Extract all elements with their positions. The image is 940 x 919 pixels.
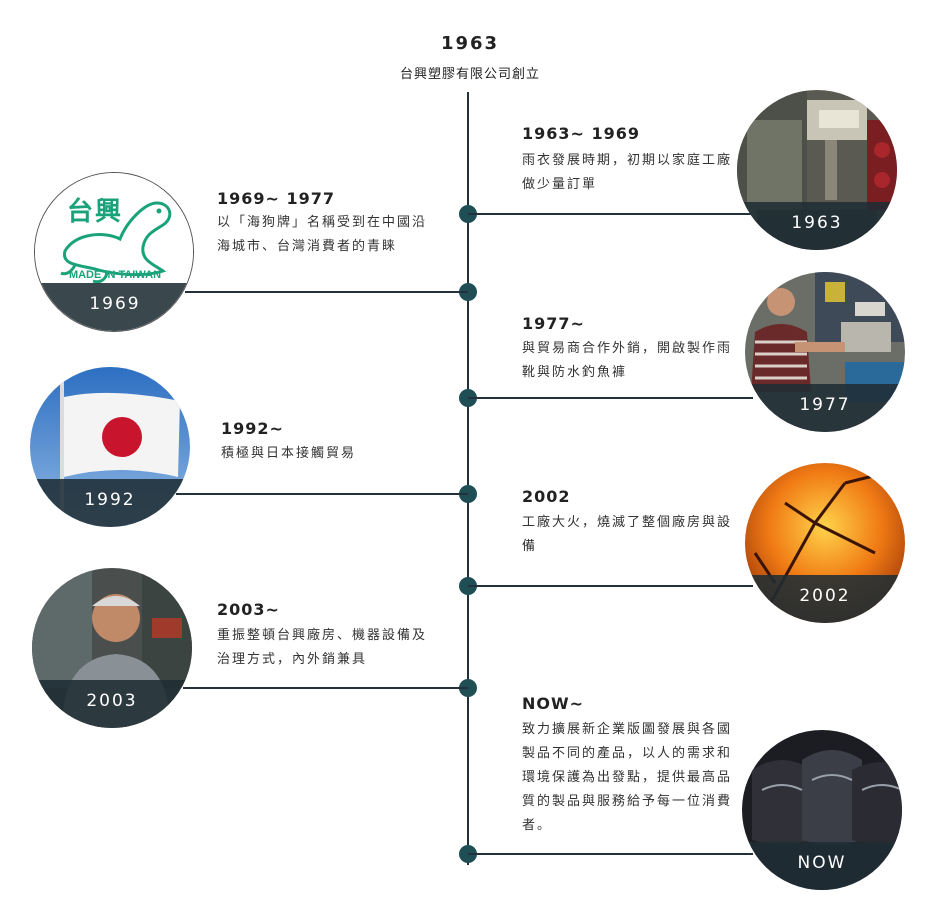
photo-circle-now: NOW	[742, 730, 902, 890]
photo-circle-1969: 台興 MADE IN TAIWAN 1969	[34, 172, 194, 332]
event-desc-1963: 雨衣發展時期，初期以家庭工廠做少量訂單	[522, 153, 733, 192]
event-title-1969: 1969~ 1977	[217, 189, 336, 208]
photo-circle-1963: 1963	[737, 90, 897, 250]
event-desc-1992: 積極與日本接觸貿易	[221, 446, 357, 461]
photo-circle-1992: 1992	[30, 367, 190, 527]
connector-2003	[183, 687, 468, 689]
year-band-1992: 1992	[30, 479, 190, 527]
year-band-1969: 1969	[35, 283, 193, 331]
event-desc-now: 致力擴展新企業版圖發展與各國製品不同的產品，以人的需求和環境保護為出發點，提供最…	[522, 722, 733, 833]
event-title-now: NOW~	[522, 694, 585, 713]
event-desc-1969: 以「海狗牌」名稱受到在中國沿海城市、台灣消費者的青睐	[217, 215, 428, 254]
connector-1963	[468, 213, 753, 215]
year-band-2003: 2003	[32, 680, 192, 728]
event-desc-1977: 與貿易商合作外銷，開啟製作雨靴與防水釣魚褲	[522, 341, 733, 380]
event-title-2003: 2003~	[217, 600, 280, 619]
founding-caption: 台興塑膠有限公司創立	[399, 67, 540, 82]
event-desc-2002: 工廠大火，燒滅了整個廠房與設備	[522, 515, 733, 554]
year-band-1977: 1977	[745, 384, 905, 432]
connector-2002	[468, 585, 753, 587]
year-band-now: NOW	[742, 842, 902, 890]
connector-1977	[468, 397, 753, 399]
timeline-spine	[467, 92, 469, 865]
connector-now	[468, 853, 753, 855]
logo-brand-text: 台興	[66, 197, 123, 227]
logo-made-in-taiwan: MADE IN TAIWAN	[68, 269, 162, 281]
photo-circle-1977: 1977	[745, 272, 905, 432]
event-desc-2003: 重振整頓台興廠房、機器設備及治理方式，內外銷兼具	[217, 628, 428, 667]
timeline-dot-1992	[459, 485, 477, 503]
timeline-dot-2003	[459, 679, 477, 697]
year-band-1963: 1963	[737, 202, 897, 250]
event-title-1963: 1963~ 1969	[522, 124, 641, 143]
connector-1969	[185, 291, 468, 293]
year-band-2002: 2002	[745, 575, 905, 623]
event-title-1992: 1992~	[221, 419, 284, 438]
event-title-2002: 2002	[522, 487, 571, 506]
event-title-1977: 1977~	[522, 314, 585, 333]
photo-circle-2003: 2003	[32, 568, 192, 728]
founding-year: 1963	[440, 33, 500, 54]
connector-1992	[176, 493, 468, 495]
photo-circle-2002: 2002	[745, 463, 905, 623]
timeline-dot-1969	[459, 283, 477, 301]
